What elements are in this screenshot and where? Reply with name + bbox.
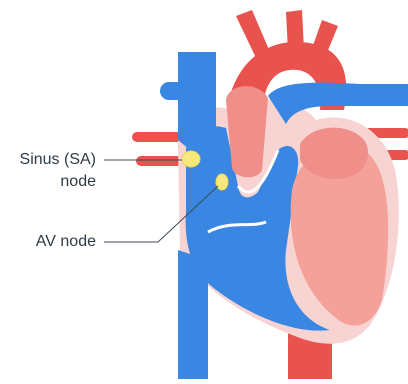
sa-node-label-line1: Sinus (SA) — [20, 150, 96, 170]
left-atrium — [300, 128, 368, 179]
inferior-vena-cava — [178, 250, 208, 379]
av-node — [216, 174, 228, 190]
pulmonary-trunk — [226, 86, 268, 177]
left-small-vein — [160, 82, 190, 100]
sa-node-label-line2: node — [60, 172, 96, 192]
sa-node — [182, 151, 200, 167]
av-node-label: AV node — [36, 232, 96, 252]
superior-vena-cava — [178, 52, 216, 150]
